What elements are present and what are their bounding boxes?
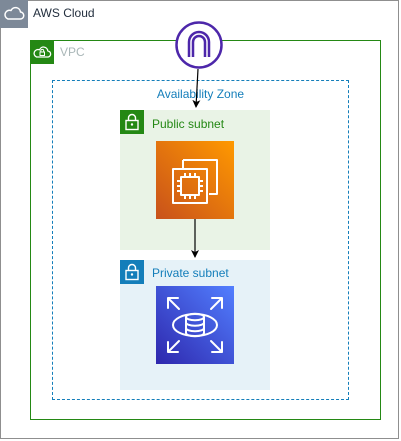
- availability-zone-label: Availability Zone: [156, 87, 245, 101]
- private-subnet-label: Private subnet: [152, 266, 229, 280]
- vpc-label: VPC: [60, 45, 85, 59]
- lock-icon: [120, 110, 144, 134]
- lock-icon: [120, 260, 144, 284]
- public-subnet-label: Public subnet: [152, 117, 225, 131]
- rds-database-icon[interactable]: [156, 286, 234, 364]
- cloud-icon: [0, 0, 28, 28]
- internet-gateway-icon[interactable]: [175, 21, 223, 69]
- availability-zone-group: [52, 80, 349, 400]
- aws-cloud-label: AWS Cloud: [33, 6, 95, 20]
- vpc-cloud-lock-icon: [30, 40, 54, 64]
- ec2-instance-icon[interactable]: [156, 141, 234, 219]
